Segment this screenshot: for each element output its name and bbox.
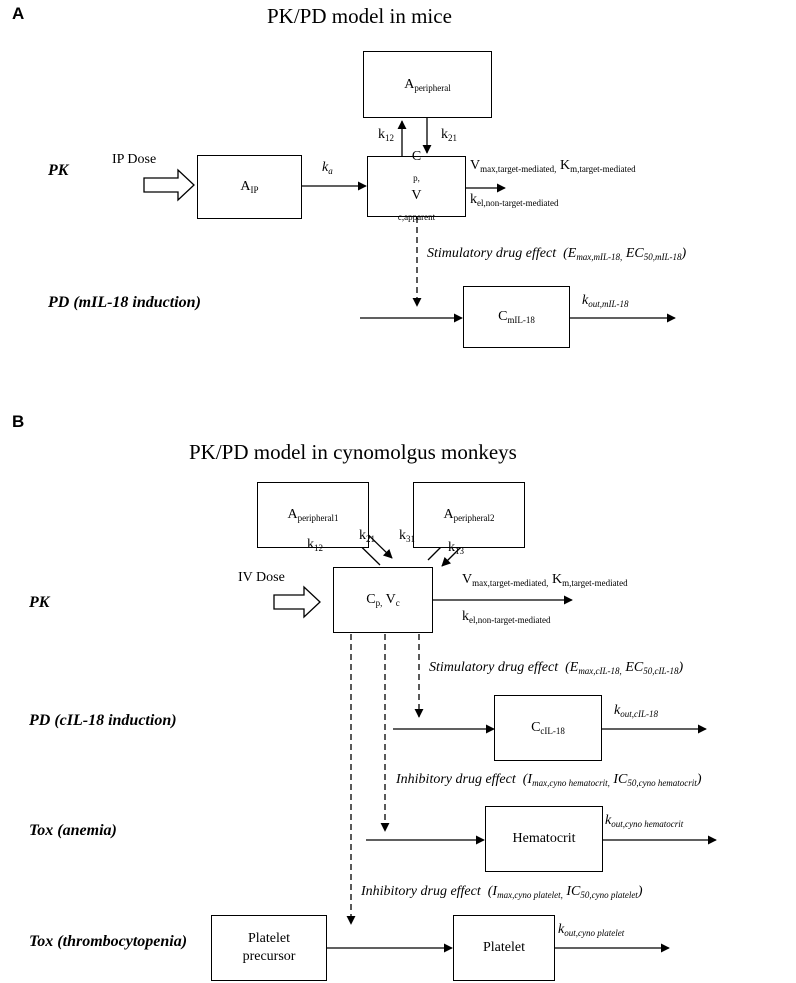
rate-b-kel: kel,non-target-mediated [462,609,551,625]
rate-b-vmax-km: Vmax,target-mediated, Km,target-mediated [462,572,628,588]
box-b-platelet-precursor: Platelet precursor [211,915,327,981]
iv-dose-arrow [273,585,321,619]
rate-b-kout-hematocrit: kout,cyno hematocrit [605,813,684,829]
rate-a-k12: k12 [378,127,394,143]
ip-dose-arrow [143,168,195,202]
box-a-ip: AIP [197,155,302,219]
rate-b-k31: k31 [399,528,415,544]
effect-a-stimulatory: Stimulatory drug effect (Emax,mIL-18, EC… [427,246,687,262]
rate-a-kel: kel,non-target-mediated [470,192,559,208]
rate-b-k21: k21 [359,528,375,544]
box-a-peripheral: Aperipheral [363,51,492,118]
rate-b-k13: k13 [448,540,464,556]
box-b-cil18: CcIL-18 [494,695,602,761]
effect-b-stimulatory: Stimulatory drug effect (Emax,cIL-18, EC… [429,660,684,676]
box-b-central: Cp, Vc [333,567,433,633]
rate-b-kout-cil18: kout,cIL-18 [614,703,658,719]
rate-b-k12: k12 [307,537,323,553]
box-b-hematocrit: Hematocrit [485,806,603,872]
box-b-peripheral2: Aperipheral2 [413,482,525,548]
effect-b-inhibitory-platelet: Inhibitory drug effect (Imax,cyno platel… [361,884,643,900]
panel-b-row-tox-anemia: Tox (anemia) [29,822,117,839]
rate-a-k21: k21 [441,127,457,143]
panel-b-row-pd: PD (cIL-18 induction) [29,712,177,729]
ip-dose-label: IP Dose [112,152,157,167]
panel-b-letter: B [12,412,25,431]
panel-b-row-pk: PK [29,594,50,611]
rate-a-kout: kout,mIL-18 [582,293,629,309]
panel-b-title: PK/PD model in cynomolgus monkeys [189,440,517,464]
box-a-mil18: CmIL-18 [463,286,570,348]
panel-a-letter: A [12,4,25,23]
iv-dose-label: IV Dose [238,570,285,585]
effect-b-inhibitory-hematocrit: Inhibitory drug effect (Imax,cyno hemato… [396,772,702,788]
box-b-peripheral1: Aperipheral1 [257,482,369,548]
rate-a-ka: ka [322,160,333,176]
rate-a-vmax-km: Vmax,target-mediated, Km,target-mediated [470,158,636,174]
panel-a-row-pk: PK [48,162,69,179]
box-b-platelet: Platelet [453,915,555,981]
panel-b-row-tox-thrombo: Tox (thrombocytopenia) [29,933,188,950]
panel-a-row-pd: PD (mIL-18 induction) [48,294,201,311]
rate-b-kout-platelet: kout,cyno platelet [558,922,625,938]
panel-a-title: PK/PD model in mice [267,4,452,28]
